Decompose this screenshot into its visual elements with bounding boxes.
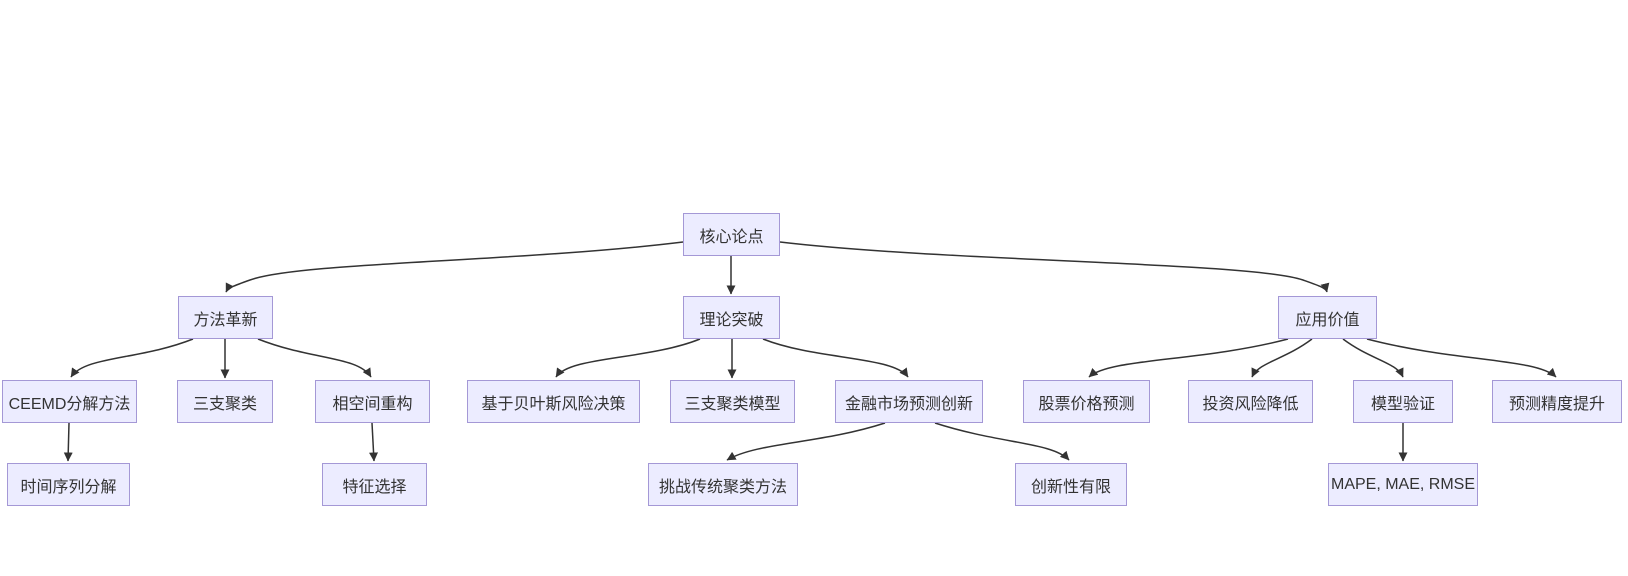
node-limited: 创新性有限 (1015, 463, 1127, 506)
node-threeway-label: 三支聚类 (192, 395, 257, 413)
edge-application-risk (1251, 338, 1313, 378)
edge-application-accuracy (1366, 338, 1557, 378)
edge-ceemd-timeseries (63, 422, 73, 462)
edge-phase-feature (369, 422, 379, 462)
node-limited-label: 创新性有限 (1030, 478, 1111, 496)
node-root: 核心论点 (683, 213, 780, 256)
edge-root-application (779, 241, 1330, 293)
node-method: 方法革新 (178, 296, 273, 339)
node-accuracy: 预测精度提升 (1492, 380, 1622, 423)
edge-method-phase (257, 338, 372, 378)
node-theory: 理论突破 (683, 296, 780, 339)
node-ceemd-label: CEEMD分解方法 (8, 395, 131, 413)
node-timeseries-label: 时间序列分解 (20, 478, 117, 496)
edge-finance-challenge (726, 422, 886, 461)
node-finance: 金融市场预测创新 (835, 380, 983, 423)
node-risk: 投资风险降低 (1188, 380, 1313, 423)
edge-theory-finance (762, 338, 909, 378)
node-finance-label: 金融市场预测创新 (844, 395, 973, 413)
node-application: 应用价值 (1278, 296, 1377, 339)
node-timeseries: 时间序列分解 (7, 463, 130, 506)
node-bayes-label: 基于贝叶斯风险决策 (481, 395, 626, 413)
edge-application-validation (1342, 338, 1404, 378)
node-theory-label: 理论突破 (699, 311, 764, 329)
node-feature-label: 特征选择 (342, 478, 407, 496)
edge-finance-limited (934, 422, 1070, 461)
node-method-label: 方法革新 (193, 311, 258, 329)
node-metrics-label: MAPE, MAE, RMSE (1330, 475, 1476, 493)
edge-root-method (225, 241, 684, 293)
node-ceemd: CEEMD分解方法 (2, 380, 137, 423)
node-root-label: 核心论点 (699, 228, 764, 246)
node-metrics: MAPE, MAE, RMSE (1328, 463, 1478, 506)
node-challenge: 挑战传统聚类方法 (648, 463, 798, 506)
node-application-label: 应用价值 (1295, 311, 1360, 329)
node-challenge-label: 挑战传统聚类方法 (658, 478, 787, 496)
edge-method-ceemd (70, 338, 194, 378)
node-feature: 特征选择 (322, 463, 427, 506)
edge-application-stock (1088, 338, 1289, 378)
node-twcmodel-label: 三支聚类模型 (684, 395, 781, 413)
node-bayes: 基于贝叶斯风险决策 (467, 380, 640, 423)
node-validation-label: 模型验证 (1370, 395, 1435, 413)
node-threeway: 三支聚类 (177, 380, 273, 423)
node-phase-label: 相空间重构 (332, 395, 413, 413)
node-twcmodel: 三支聚类模型 (670, 380, 795, 423)
node-risk-label: 投资风险降低 (1202, 395, 1299, 413)
node-stock-label: 股票价格预测 (1038, 395, 1135, 413)
edge-theory-bayes (555, 338, 701, 378)
node-accuracy-label: 预测精度提升 (1508, 395, 1605, 413)
node-stock: 股票价格预测 (1023, 380, 1150, 423)
node-validation: 模型验证 (1353, 380, 1453, 423)
node-phase: 相空间重构 (315, 380, 430, 423)
